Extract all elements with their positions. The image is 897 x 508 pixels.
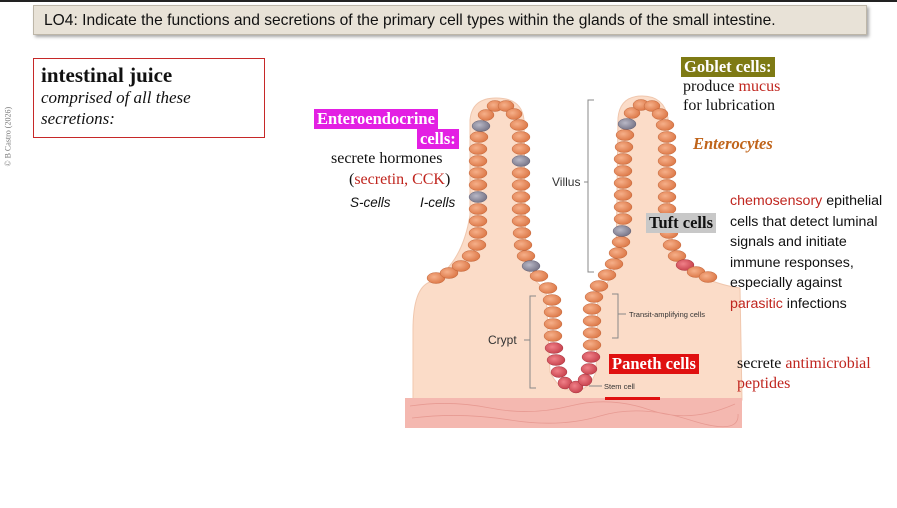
goblet-cells-label: Goblet cells: bbox=[681, 57, 775, 77]
enteroendocrine-label-line1: Enteroendocrine bbox=[314, 109, 438, 129]
hormones-open-paren: ( bbox=[349, 171, 355, 188]
villus-label: Villus bbox=[552, 175, 580, 189]
goblet-desc-prefix: produce bbox=[683, 78, 739, 95]
paneth-antimicrobial: antimicrobial bbox=[785, 355, 871, 372]
crypt-bracket bbox=[529, 295, 536, 389]
enteroendocrine-desc-line1: secrete hormones bbox=[331, 150, 443, 167]
hormones-close-paren: ) bbox=[444, 171, 451, 188]
s-cells-label: S-cells bbox=[350, 195, 391, 210]
goblet-desc-line1: produce mucus bbox=[683, 78, 780, 96]
paneth-cells-label: Paneth cells bbox=[609, 354, 699, 374]
tuft-desc-line5: especially against bbox=[730, 275, 842, 291]
paneth-underline bbox=[605, 397, 660, 400]
right-villus-cells bbox=[597, 99, 718, 283]
transit-amplifying-label: Transit-amplifying cells bbox=[629, 310, 705, 319]
tuft-desc-line3: signals and initiate bbox=[730, 234, 847, 250]
tuft-line1-rest: epithelial bbox=[822, 193, 883, 209]
tuft-desc: chemosensory epithelial cells that detec… bbox=[730, 191, 882, 314]
i-cells-label: I-cells bbox=[420, 195, 456, 210]
tuft-chemosensory: chemosensory bbox=[730, 193, 823, 209]
transit-bracket bbox=[612, 293, 619, 339]
submucosa-texture bbox=[409, 401, 739, 428]
intestinal-juice-box: intestinal juice comprised of all these … bbox=[33, 58, 265, 138]
paneth-desc-prefix: secrete bbox=[737, 355, 786, 372]
paneth-desc-line1: secrete antimicrobial bbox=[737, 355, 871, 373]
submucosa-band bbox=[405, 398, 742, 428]
villus-bracket bbox=[587, 99, 594, 273]
crypt-label: Crypt bbox=[488, 333, 517, 347]
goblet-desc-line2: for lubrication bbox=[683, 97, 775, 114]
tuft-line6-rest: infections bbox=[782, 295, 847, 312]
intestinal-juice-subtitle-1: comprised of all these bbox=[41, 88, 191, 107]
tuft-cells-label: Tuft cells bbox=[646, 213, 717, 233]
tuft-desc-line6: parasitic infections bbox=[730, 294, 882, 315]
paneth-desc-line2: peptides bbox=[737, 375, 791, 392]
stem-cell-label: Stem cell bbox=[604, 382, 635, 391]
intestinal-juice-subtitle-2: secretions: bbox=[41, 109, 115, 128]
enteroendocrine-desc-line2: (secretin, CCK) bbox=[349, 171, 450, 189]
lo-label: LO4 bbox=[44, 12, 74, 29]
enterocytes-label: Enterocytes bbox=[693, 134, 773, 153]
tuft-parasitic: parasitic bbox=[730, 295, 783, 312]
crypt-cells bbox=[538, 280, 609, 394]
intestinal-juice-title: intestinal juice bbox=[41, 63, 173, 87]
goblet-mucus: mucus bbox=[738, 78, 781, 95]
tuft-desc-line2: cells that detect luminal bbox=[730, 213, 878, 230]
tuft-desc-line4: immune responses, bbox=[730, 254, 854, 271]
left-villus-cells bbox=[426, 100, 549, 284]
top-border-line bbox=[0, 0, 897, 2]
enteroendocrine-label-line2: cells: bbox=[417, 129, 459, 149]
learning-objective-banner: LO4: Indicate the functions and secretio… bbox=[33, 5, 867, 35]
tuft-desc-line1: chemosensory epithelial bbox=[730, 191, 882, 212]
hormones-list: secretin, CCK bbox=[354, 171, 445, 188]
lo-text: : Indicate the functions and secretions … bbox=[73, 12, 776, 29]
